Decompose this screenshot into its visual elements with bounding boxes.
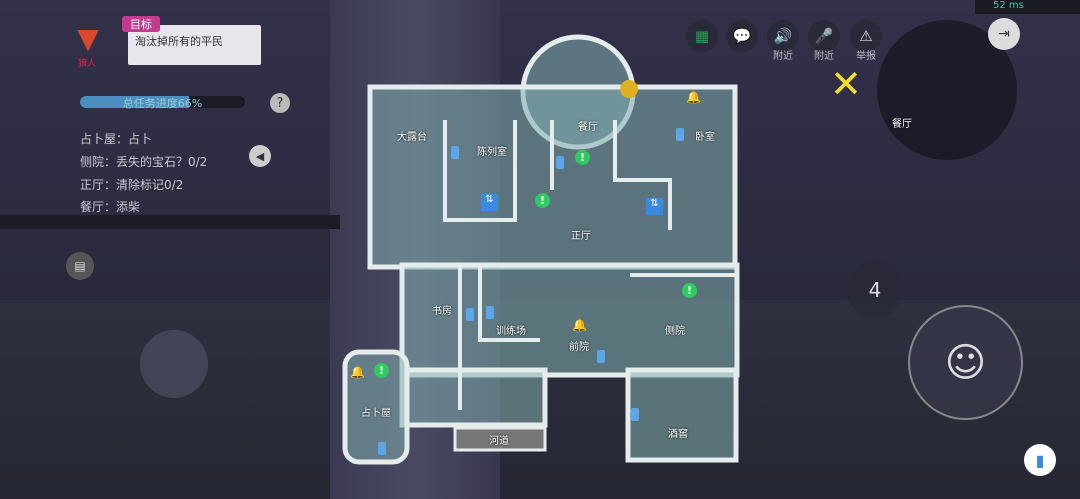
task-item: 餐厅：添柴 [80, 200, 141, 214]
item-button[interactable]: ▮ [1024, 444, 1056, 476]
ping-indicator: 52 ms [975, 0, 1080, 14]
room-label: 书房 [432, 306, 452, 317]
task-marker-icon: ! [575, 150, 590, 165]
room-label: 酒窖 [668, 429, 688, 440]
room-label: 卧室 [695, 132, 715, 143]
railing [0, 215, 340, 229]
mic-button[interactable]: 🎤 [808, 20, 840, 52]
skill-count: 4 [868, 278, 882, 302]
room-label: 大露台 [397, 132, 427, 143]
task-marker-icon: ! [374, 363, 389, 378]
progress-label: 总任务进度66% [122, 97, 203, 110]
exit-button[interactable]: ⇥ [988, 18, 1020, 50]
objective-tag: 目标 [122, 16, 160, 32]
wolf-role-icon: ▼ [77, 22, 99, 55]
player-marker-icon [556, 156, 564, 169]
skill-counter-button[interactable]: 4 [847, 262, 903, 318]
speaker-label: 附近 [773, 51, 793, 62]
minimap-room-label: 餐厅 [892, 119, 912, 130]
room-label: 陈列室 [477, 147, 507, 158]
coin-icon [620, 80, 638, 98]
joystick[interactable] [140, 330, 208, 398]
player-marker-icon [676, 128, 684, 141]
progress-bar [80, 96, 245, 108]
bell-icon: 🔔 [572, 318, 587, 332]
mic-label: 附近 [814, 51, 834, 62]
room-label: 餐厅 [578, 122, 598, 133]
task-item: 侧院：丢失的宝石？0/2 [80, 155, 208, 169]
chat-button[interactable]: 💬 [726, 20, 758, 52]
report-button[interactable]: ⚠ [850, 20, 882, 52]
player-marker-icon [486, 306, 494, 319]
player-marker-icon [597, 350, 605, 363]
mansion-map [342, 34, 740, 465]
room-label: 占卜屋 [361, 408, 391, 419]
help-button[interactable]: ? [270, 93, 290, 113]
notebook-button[interactable]: ▦ [686, 20, 718, 52]
room-label: 正厅 [571, 231, 591, 242]
room-label: 侧院 [665, 326, 685, 337]
close-map-icon[interactable]: ✕ [830, 62, 862, 106]
door-icon: ⇅ [481, 194, 498, 211]
door-icon: ⇅ [646, 198, 663, 215]
collapse-tasks-button[interactable]: ◀ [249, 145, 271, 167]
clipboard-button[interactable]: ▤ [66, 252, 94, 280]
player-marker-icon [378, 442, 386, 455]
player-marker-icon [466, 308, 474, 321]
task-marker-icon: ! [535, 193, 550, 208]
speaker-button[interactable]: 🔊 [767, 20, 799, 52]
player-marker-icon [631, 408, 639, 421]
bell-icon: 🔔 [350, 365, 365, 379]
room-label: 训练场 [496, 326, 526, 337]
bell-icon: 🔔 [686, 90, 701, 104]
room-label: 前院 [569, 342, 589, 353]
task-item: 正厅：清除标记0/2 [80, 178, 184, 192]
player-marker-icon [451, 146, 459, 159]
attack-button[interactable]: ☺ [908, 305, 1023, 420]
task-item: 占卜屋：占卜 [80, 132, 153, 146]
role-label: 狼人 [78, 59, 97, 69]
task-marker-icon: ! [682, 283, 697, 298]
objective-box: 淘汰掉所有的平民 [128, 25, 261, 65]
report-label: 举报 [856, 51, 876, 62]
room-label: 河道 [489, 436, 509, 447]
